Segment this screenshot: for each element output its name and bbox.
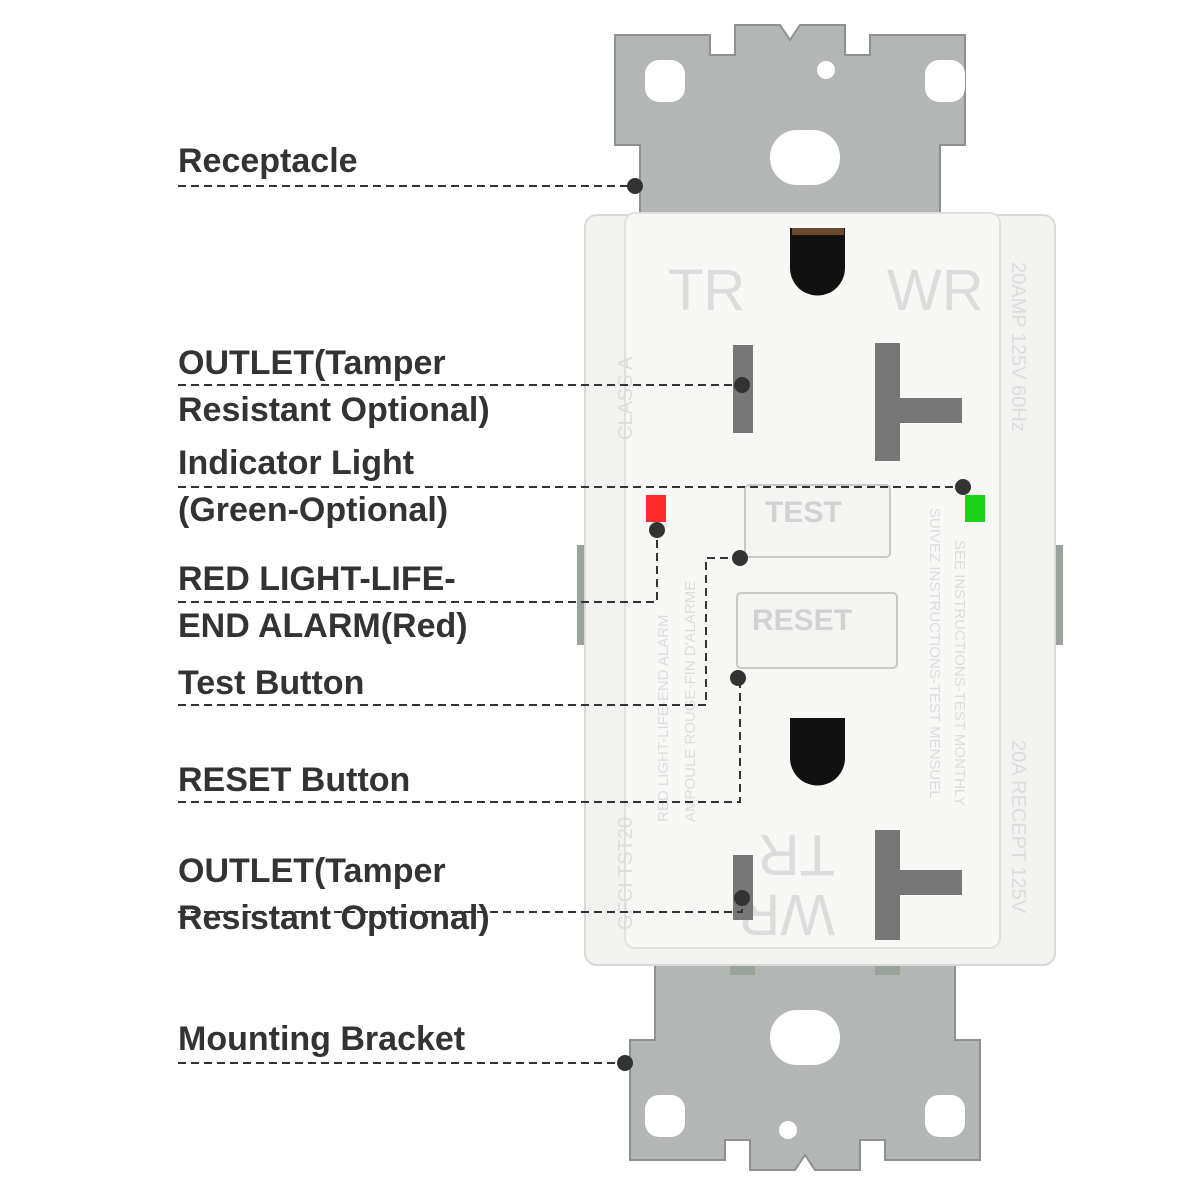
svg-text:RED LIGHT-LIFE-END ALARM: RED LIGHT-LIFE-END ALARM — [655, 614, 672, 822]
svg-text:SEE INSTRUCTIONS-TEST MONTHLY: SEE INSTRUCTIONS-TEST MONTHLY — [951, 540, 968, 806]
label-test-button: Test Button — [178, 664, 365, 702]
svg-text:20AMP 125V 60Hz: 20AMP 125V 60Hz — [1007, 262, 1029, 432]
label-outlet-top-line2: Resistant Optional) — [178, 391, 490, 429]
svg-text:SUIVEZ INSTRUCTIONS-TEST MENSU: SUIVEZ INSTRUCTIONS-TEST MENSUEL — [926, 508, 943, 799]
reset-button[interactable]: RESET — [736, 592, 898, 669]
test-button[interactable]: TEST — [744, 484, 891, 558]
green-led — [965, 495, 985, 522]
leader-dots — [617, 178, 971, 1071]
bottom-mounting-bracket — [629, 959, 981, 1171]
svg-text:TEST: TEST — [765, 496, 842, 529]
svg-text:CLASS A: CLASS A — [615, 356, 637, 440]
svg-text:RESET: RESET — [752, 604, 852, 637]
svg-text:WR: WR — [738, 882, 835, 947]
svg-text:AMPOULE ROUGE-FIN D'ALARME: AMPOULE ROUGE-FIN D'ALARME — [682, 581, 699, 822]
red-led — [646, 495, 666, 522]
svg-text:TR: TR — [668, 258, 745, 323]
leader-lines — [178, 185, 963, 1064]
label-mounting-bracket: Mounting Bracket — [178, 1020, 466, 1058]
label-outlet-bottom-line1: OUTLET(Tamper — [178, 852, 446, 890]
top-outlet: TR WR — [668, 228, 984, 461]
label-outlet-bottom-line2: Resistant Optional) — [178, 899, 490, 937]
top-mounting-bracket — [614, 24, 966, 226]
label-indicator-line2: (Green-Optional) — [178, 491, 449, 529]
label-receptacle: Receptacle — [178, 142, 358, 180]
svg-text:GFCI TST20: GFCI TST20 — [615, 817, 637, 930]
svg-text:WR: WR — [887, 258, 984, 323]
label-reset-button: RESET Button — [178, 761, 411, 799]
label-red-light-line2: END ALARM(Red) — [178, 607, 468, 645]
label-outlet-top-line1: OUTLET(Tamper — [178, 344, 446, 382]
outlet-faceplate — [624, 212, 1001, 949]
svg-text:TR: TR — [758, 822, 835, 887]
label-indicator-line1: Indicator Light — [178, 444, 415, 482]
svg-text:20A RECEPT 125V: 20A RECEPT 125V — [1007, 740, 1029, 914]
label-red-light-line1: RED LIGHT-LIFE- — [178, 560, 456, 598]
